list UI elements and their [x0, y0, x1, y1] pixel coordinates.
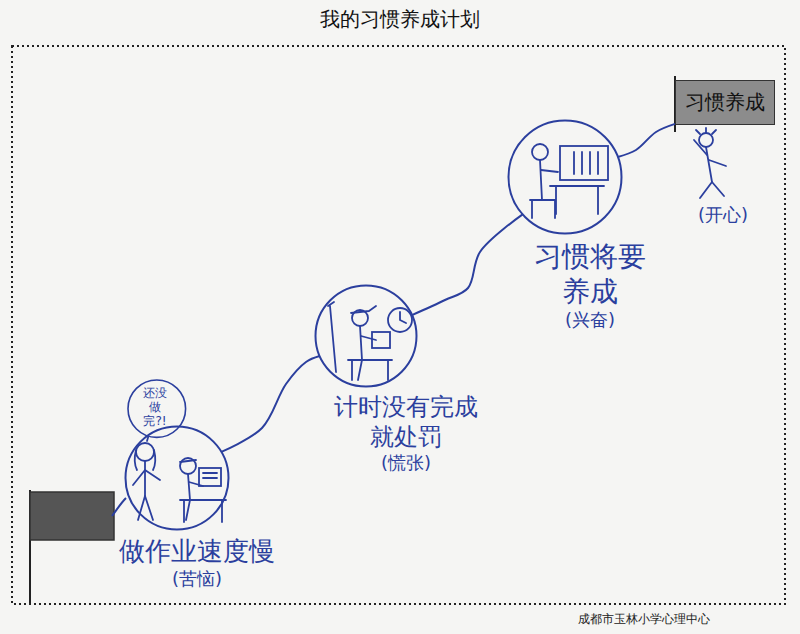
timed-homework-sketch: [328, 302, 412, 380]
mother-and-child-sketch-stroke: [144, 461, 146, 496]
happy-figure-stroke: [706, 147, 712, 182]
feeling-text: (开心): [698, 203, 748, 227]
feeling-text: (慌张): [328, 452, 484, 475]
stage-circle: 做作业速度慢(苦恼): [124, 425, 230, 531]
footer-credit: 成都市玉林小学心理中心: [578, 611, 710, 628]
dotted-border: [12, 46, 785, 604]
stage-text: 计时没有完成 就处罚: [328, 392, 484, 452]
mother-and-child-sketch-stroke: [138, 496, 153, 520]
mother-and-child-sketch-stroke: [180, 460, 196, 462]
study-board-sketch-stroke: [532, 144, 548, 160]
progress-path: [221, 356, 319, 452]
timed-homework-sketch-stroke: [360, 326, 362, 360]
start-flag-stroke: [30, 492, 114, 540]
speech-text: 还没做完?!: [138, 387, 172, 428]
start-flag: [30, 490, 114, 603]
mother-and-child-sketch: [133, 431, 226, 522]
study-board-sketch-stroke: [540, 160, 542, 200]
study-board-sketch-stroke: [556, 186, 598, 214]
feeling-text: (苦恼): [119, 568, 275, 591]
study-board-sketch-stroke: [574, 152, 598, 174]
bubble-outline-stroke: [128, 380, 186, 437]
mother-and-child-sketch-stroke: [136, 443, 154, 461]
speech-bubble: 还没做完?!: [130, 381, 184, 436]
circle-outline-stroke: [509, 121, 622, 234]
timed-homework-sketch-stroke: [388, 308, 412, 332]
progress-path: [618, 124, 675, 157]
mother-and-child-sketch-stroke: [180, 499, 226, 501]
timed-homework-sketch-stroke: [372, 332, 390, 348]
start-path: [112, 498, 126, 516]
happy-figure-stroke: [700, 182, 724, 198]
happy-figure-stroke: [694, 140, 726, 166]
happy-figure-stroke: [699, 133, 713, 147]
mother-and-child-sketch-stroke: [203, 473, 217, 478]
circle-outline: [314, 284, 418, 388]
caption-block: 计时没有完成 就处罚(慌张): [328, 392, 484, 475]
timed-homework-sketch-stroke: [400, 312, 406, 323]
timed-homework-sketch-stroke: [328, 302, 336, 372]
caption-block: 做作业速度慢(苦恼): [119, 535, 275, 590]
dotted-border-stroke: [12, 46, 785, 604]
mother-and-child-sketch-stroke: [199, 468, 221, 486]
study-board-sketch-stroke: [530, 200, 555, 218]
study-board-sketch: [530, 144, 608, 218]
circle-outline: [507, 119, 623, 235]
mother-and-child-sketch-stroke: [180, 458, 196, 474]
circle-outline: [124, 425, 230, 531]
mother-and-child-sketch-stroke: [133, 470, 160, 485]
happy-figure: [694, 128, 726, 198]
timed-homework-sketch-stroke: [348, 359, 392, 361]
study-board-sketch-stroke: [550, 185, 604, 187]
caption-block: 习惯将要 养成(兴奋): [527, 239, 653, 332]
mother-and-child-sketch-stroke: [188, 474, 190, 500]
timed-homework-sketch-stroke: [361, 336, 376, 340]
stage-circle: 习惯将要 养成(兴奋): [507, 119, 623, 235]
stage-text: 习惯将要 养成: [527, 239, 653, 309]
goal-flag: 习惯养成: [675, 80, 775, 125]
flag-text: 习惯养成: [680, 90, 770, 115]
circle-outline-stroke: [126, 427, 229, 530]
timed-homework-sketch-stroke: [352, 360, 388, 380]
stage-circle: 计时没有完成 就处罚(慌张): [314, 284, 418, 388]
study-board-sketch-stroke: [560, 146, 608, 180]
feeling-text: (兴奋): [527, 309, 653, 332]
stage-text: 做作业速度慢: [119, 535, 275, 568]
timed-homework-sketch-stroke: [351, 306, 376, 313]
circle-outline-stroke: [316, 286, 417, 387]
happy-figure-stroke: [696, 128, 716, 134]
title: 我的习惯养成计划: [320, 7, 480, 31]
start-path-stroke: [112, 498, 126, 516]
title-row: 我的习惯养成计划: [0, 6, 800, 33]
study-board-sketch-stroke: [541, 170, 558, 172]
progress-path: [412, 214, 523, 315]
